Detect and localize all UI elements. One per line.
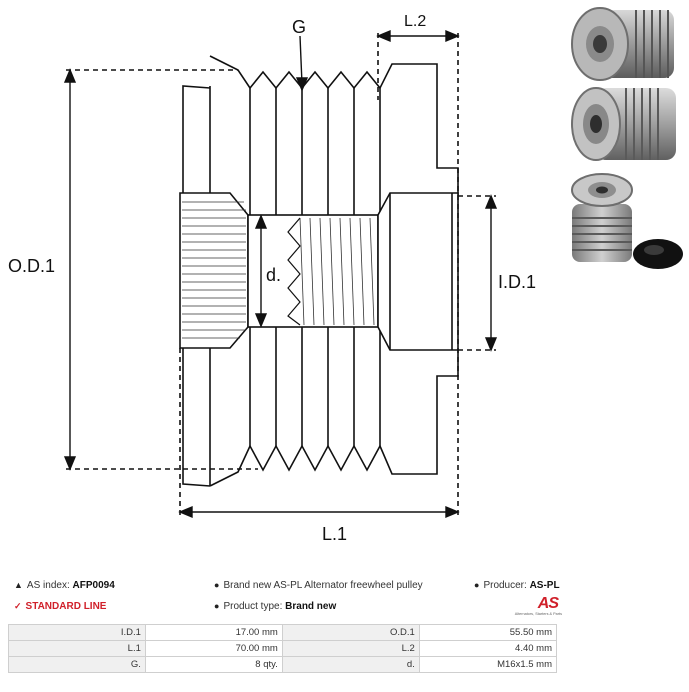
spec-label: d.	[281, 656, 420, 673]
spec-label: L.1	[8, 640, 146, 657]
label-l2: L.2	[404, 13, 426, 30]
spec-value: 17.00 mm	[144, 624, 283, 641]
spec-label: L.2	[281, 640, 420, 657]
tag-icon: ▲	[14, 580, 23, 590]
description-text: Brand new AS-PL Alternator freewheel pul…	[223, 580, 423, 591]
table-row: G. 8 qty. d. M16x1.5 mm	[8, 656, 558, 673]
type-label: Product type:	[223, 601, 283, 612]
spec-table: I.D.1 17.00 mm O.D.1 55.50 mm L.1 70.00 …	[8, 624, 558, 673]
as-index-label: AS index:	[26, 580, 70, 591]
spec-value: 55.50 mm	[418, 624, 558, 641]
info-icon: ●	[474, 580, 480, 590]
label-l1: L.1	[322, 524, 347, 544]
pulley-technical-drawing: G L.2 O.D.1 I.D.1 d. L.1	[8, 13, 536, 544]
product-line: ✓STANDARD LINE	[14, 601, 106, 612]
logo-text: AS	[537, 595, 559, 612]
label-g: G	[292, 17, 306, 37]
product-description: ●Brand new AS-PL Alternator freewheel pu…	[214, 580, 423, 591]
label-id1: I.D.1	[498, 272, 536, 292]
table-row: I.D.1 17.00 mm O.D.1 55.50 mm	[8, 624, 558, 641]
spec-value: 4.40 mm	[418, 640, 558, 657]
producer-value: AS-PL	[529, 580, 560, 591]
as-pl-logo: AS Alternators, Starters & Parts	[500, 595, 562, 619]
as-index-value: AFP0094	[72, 580, 115, 591]
label-d: d.	[266, 265, 281, 285]
check-icon: ✓	[14, 601, 22, 611]
spec-label: I.D.1	[8, 624, 146, 641]
spec-label: O.D.1	[281, 624, 420, 641]
info-icon: ●	[214, 601, 220, 611]
as-index: ▲AS index: AFP0094	[14, 580, 115, 591]
table-row: L.1 70.00 mm L.2 4.40 mm	[8, 640, 558, 657]
producer: ●Producer: AS-PL	[474, 580, 560, 591]
producer-label: Producer:	[483, 580, 527, 591]
line-label: STANDARD LINE	[25, 601, 107, 612]
pulley-photo-middle	[571, 87, 676, 161]
spec-value: 8 qty.	[144, 656, 283, 673]
product-type: ●Product type: Brand new	[214, 601, 336, 612]
type-value: Brand new	[285, 601, 337, 612]
info-icon: ●	[214, 580, 220, 590]
spec-value: 70.00 mm	[144, 640, 283, 657]
pulley-photo-top	[571, 7, 674, 81]
logo-subtext: Alternators, Starters & Parts	[514, 612, 562, 616]
label-od1: O.D.1	[8, 256, 55, 276]
spec-value: M16x1.5 mm	[418, 656, 558, 673]
pulley-photo-bottom	[571, 173, 683, 269]
spec-label: G.	[8, 656, 146, 673]
